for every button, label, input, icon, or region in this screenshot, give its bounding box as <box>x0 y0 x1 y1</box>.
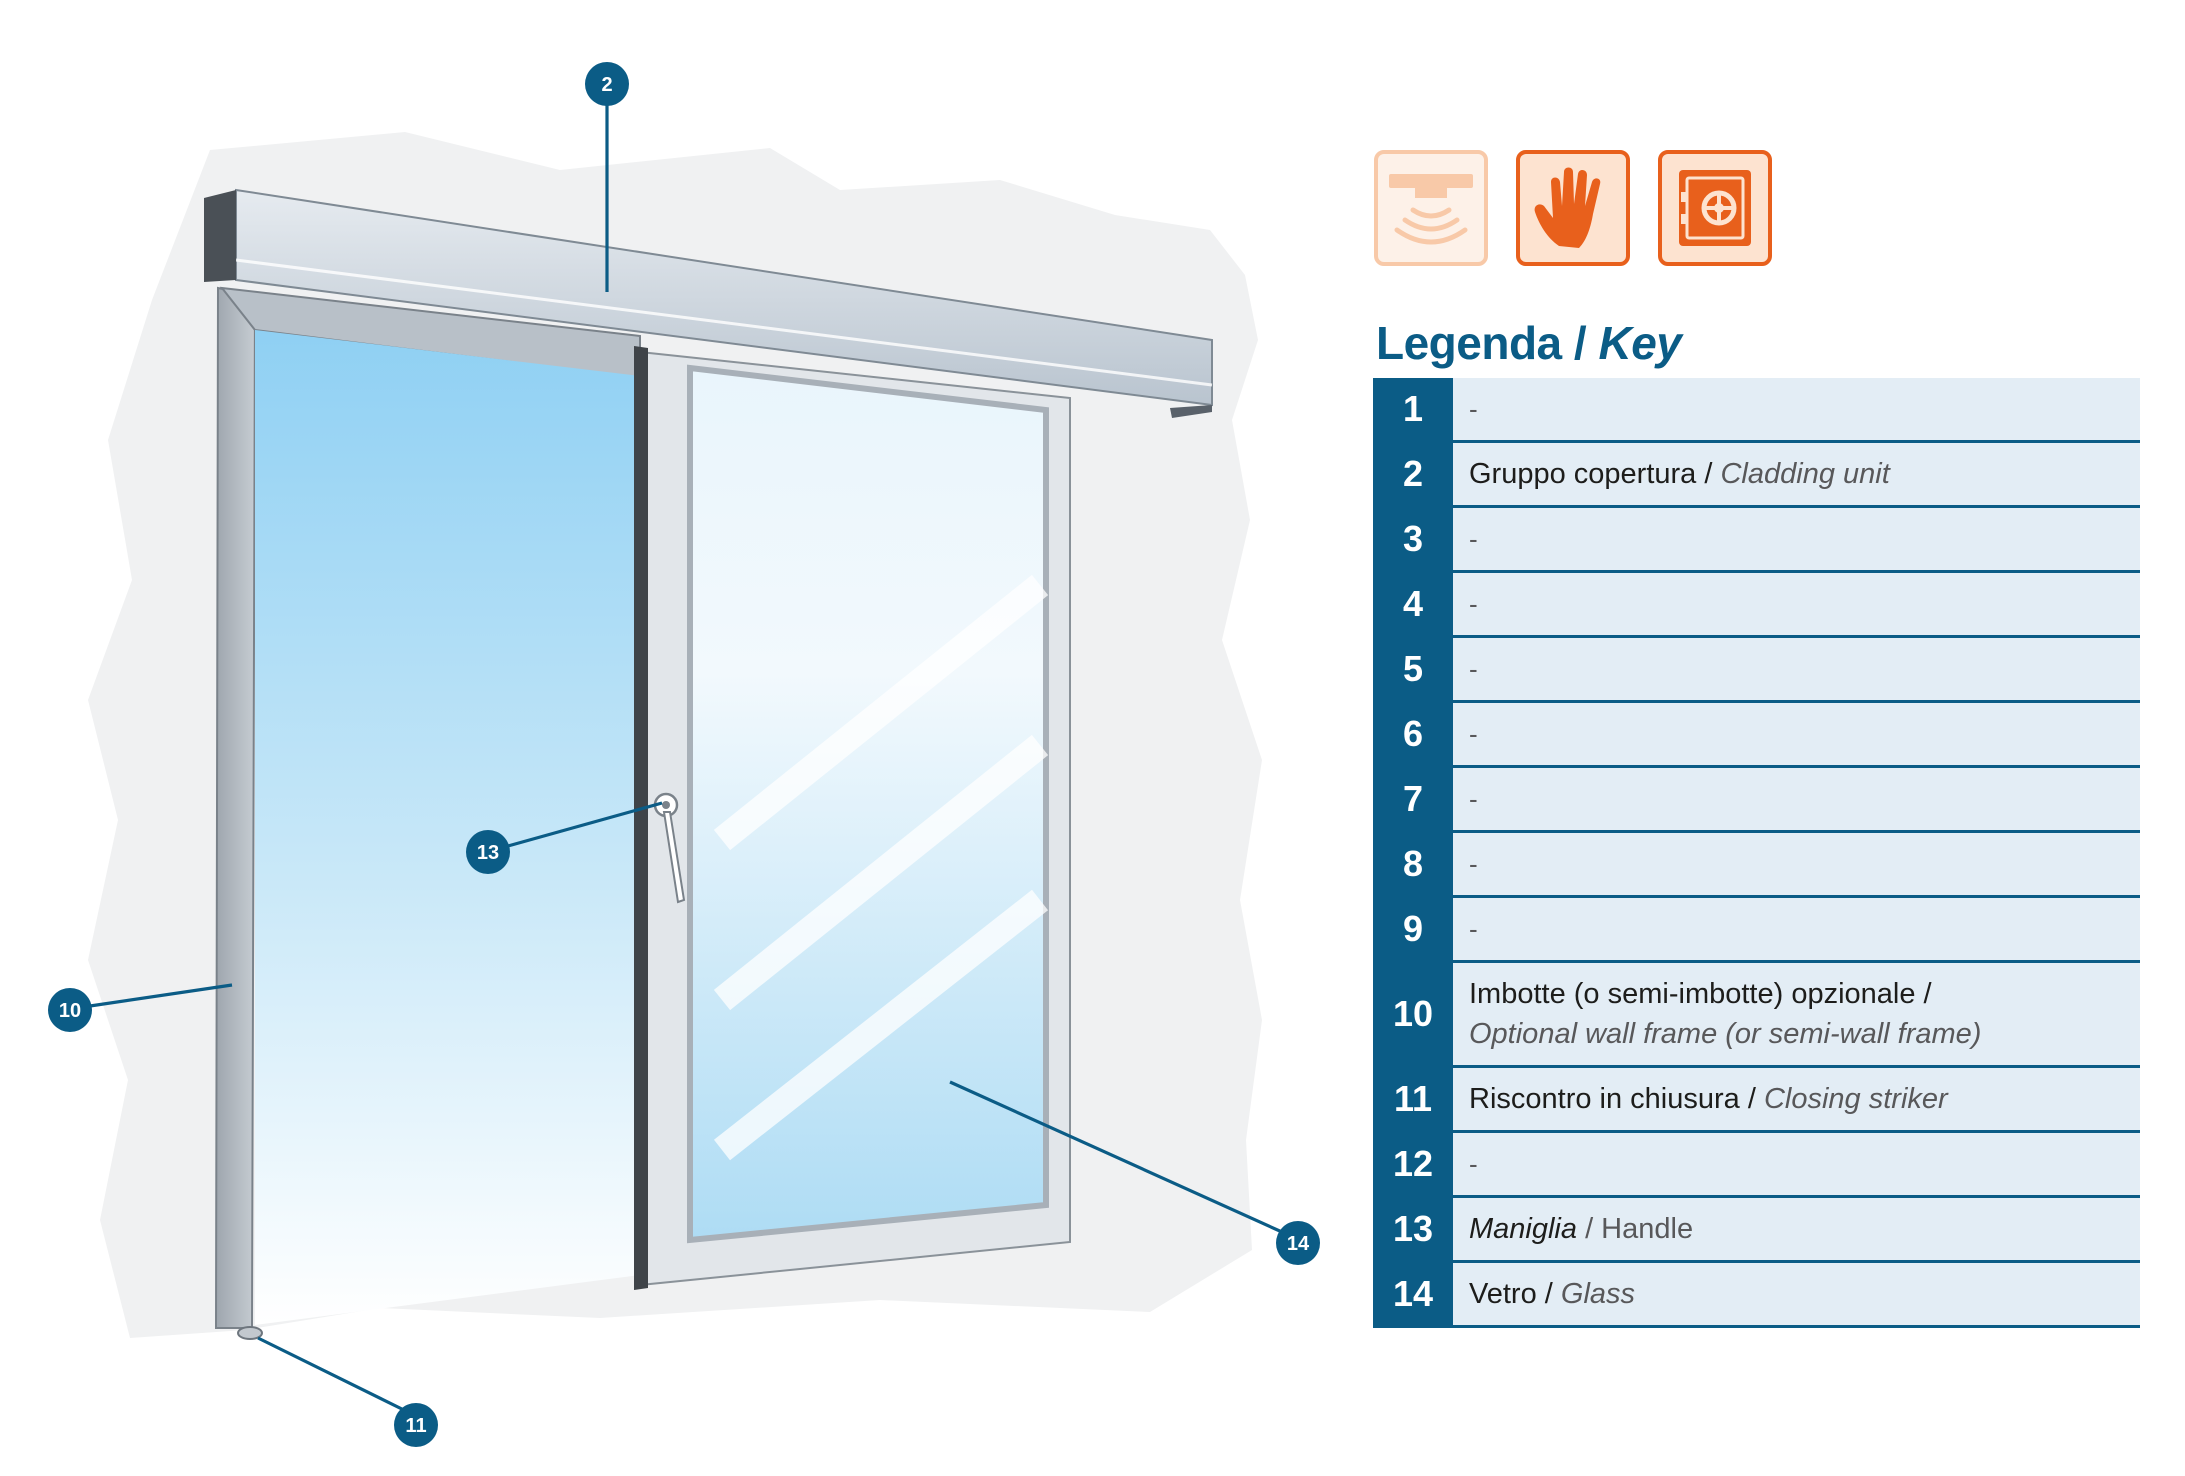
legend-row-text-it: - <box>1469 784 1478 814</box>
callout-2: 2 <box>585 62 629 106</box>
legend-row: 5- <box>1373 638 2140 703</box>
legend-row-description: - <box>1453 898 2140 960</box>
legend-row-number: 2 <box>1373 443 1453 505</box>
header-end-cap <box>204 190 236 282</box>
callout-2-label: 2 <box>601 74 612 96</box>
legend-row-number: 13 <box>1373 1198 1453 1260</box>
opening-glass <box>255 330 640 1325</box>
legend-row-text-en: Closing striker <box>1763 1083 1948 1115</box>
sliding-leaf-edge <box>634 346 648 1290</box>
legend-row: 8- <box>1373 833 2140 898</box>
legend-row-description: Gruppo copertura / Cladding unit <box>1453 443 2140 505</box>
legend-row-number: 7 <box>1373 768 1453 830</box>
legend-row-description: - <box>1453 833 2140 895</box>
legend-row-text-it: Vetro / <box>1469 1278 1553 1310</box>
legend-row: 6- <box>1373 703 2140 768</box>
legend-row-number: 12 <box>1373 1133 1453 1195</box>
callout-line-14 <box>949 1080 1283 1234</box>
legend-row-description: - <box>1453 1133 2140 1195</box>
callout-11: 11 <box>394 1403 438 1447</box>
sliding-leaf-glass <box>687 364 1049 1244</box>
legend-row-number: 5 <box>1373 638 1453 700</box>
legend-row-description: - <box>1453 638 2140 700</box>
legend-row-text-it: - <box>1469 914 1478 944</box>
legend-row-text-en: Cladding unit <box>1720 458 1890 490</box>
legend-row-number: 1 <box>1373 378 1453 440</box>
legend-row-text-it: - <box>1469 589 1478 619</box>
legend-row-text-it: - <box>1469 1149 1478 1179</box>
legend-row-description: - <box>1453 378 2140 440</box>
legend-row-number: 11 <box>1373 1068 1453 1130</box>
legend-row: 12- <box>1373 1133 2140 1198</box>
legend-row-number: 14 <box>1373 1263 1453 1325</box>
legend-row-number: 9 <box>1373 898 1453 960</box>
legend-row-text-it: Imbotte (o semi-imbotte) opzionale / <box>1469 978 1932 1010</box>
glass-reflections <box>713 574 1049 1161</box>
legend-row: 1- <box>1373 378 2140 443</box>
legend-row: 4- <box>1373 573 2140 638</box>
callout-line-11 <box>257 1336 413 1416</box>
callout-11-label: 11 <box>405 1415 426 1437</box>
legend-row-number: 8 <box>1373 833 1453 895</box>
legend-row-text-it: - <box>1469 849 1478 879</box>
legend-row-description: - <box>1453 768 2140 830</box>
sensor-icon <box>1374 150 1488 266</box>
legend-title: Legenda / Key <box>1376 316 1682 370</box>
legend-title-it: Legenda / <box>1376 317 1587 369</box>
callout-line-10 <box>89 983 233 1008</box>
legend-row-description: - <box>1453 573 2140 635</box>
callout-14: 14 <box>1276 1221 1320 1265</box>
legend-row: 3- <box>1373 508 2140 573</box>
hand-icon <box>1516 150 1630 266</box>
callout-line-13 <box>507 801 663 848</box>
legend-row-text-en: Optional wall frame (or semi-wall frame) <box>1469 1018 1982 1050</box>
safe-icon <box>1658 150 1772 266</box>
legend-row-text-en: Glass <box>1560 1278 1636 1310</box>
legend-row-text-it: - <box>1469 719 1478 749</box>
legend-row: 10 Imbotte (o semi-imbotte) opzionale / Op… <box>1373 963 2140 1068</box>
legend-row: 9- <box>1373 898 2140 963</box>
wall-frame-jamb <box>214 286 257 1329</box>
legend-row-text-it: - <box>1469 524 1478 554</box>
legend-row-text-it: Maniglia <box>1469 1213 1577 1245</box>
closing-striker <box>237 1326 263 1340</box>
callout-13-label: 13 <box>477 842 499 864</box>
legend-row-description: Imbotte (o semi-imbotte) opzionale / Opti… <box>1453 963 2140 1065</box>
callout-10-label: 10 <box>59 1000 81 1022</box>
legend-row-description: Maniglia / Handle <box>1453 1198 2140 1260</box>
legend-row-description: Vetro / Glass <box>1453 1263 2140 1325</box>
legend-row-number: 4 <box>1373 573 1453 635</box>
header-bottom-lip <box>1170 405 1212 418</box>
callout-14-label: 14 <box>1287 1233 1310 1255</box>
legend-title-en: Key <box>1598 317 1682 369</box>
legend-row-text-it: - <box>1469 394 1478 424</box>
legend-row-description: - <box>1453 508 2140 570</box>
legend-row-number: 3 <box>1373 508 1453 570</box>
legend-row-text-it: Gruppo copertura / <box>1469 458 1713 490</box>
callout-10: 10 <box>48 988 92 1032</box>
legend-row-text-en: / Handle <box>1585 1213 1694 1245</box>
legend-row-number: 10 <box>1373 963 1453 1065</box>
legend-row-description: Riscontro in chiusura / Closing striker <box>1453 1068 2140 1130</box>
legend-row-text-it: - <box>1469 654 1478 684</box>
legend-row-description: - <box>1453 703 2140 765</box>
legend-row-text-it: Riscontro in chiusura / <box>1469 1083 1756 1115</box>
legend-row-number: 6 <box>1373 703 1453 765</box>
sliding-door-diagram: 2 10 11 13 14 <box>48 62 1320 1447</box>
legend-row: 7- <box>1373 768 2140 833</box>
callout-13: 13 <box>466 830 510 874</box>
mode-icons <box>1374 150 1772 266</box>
